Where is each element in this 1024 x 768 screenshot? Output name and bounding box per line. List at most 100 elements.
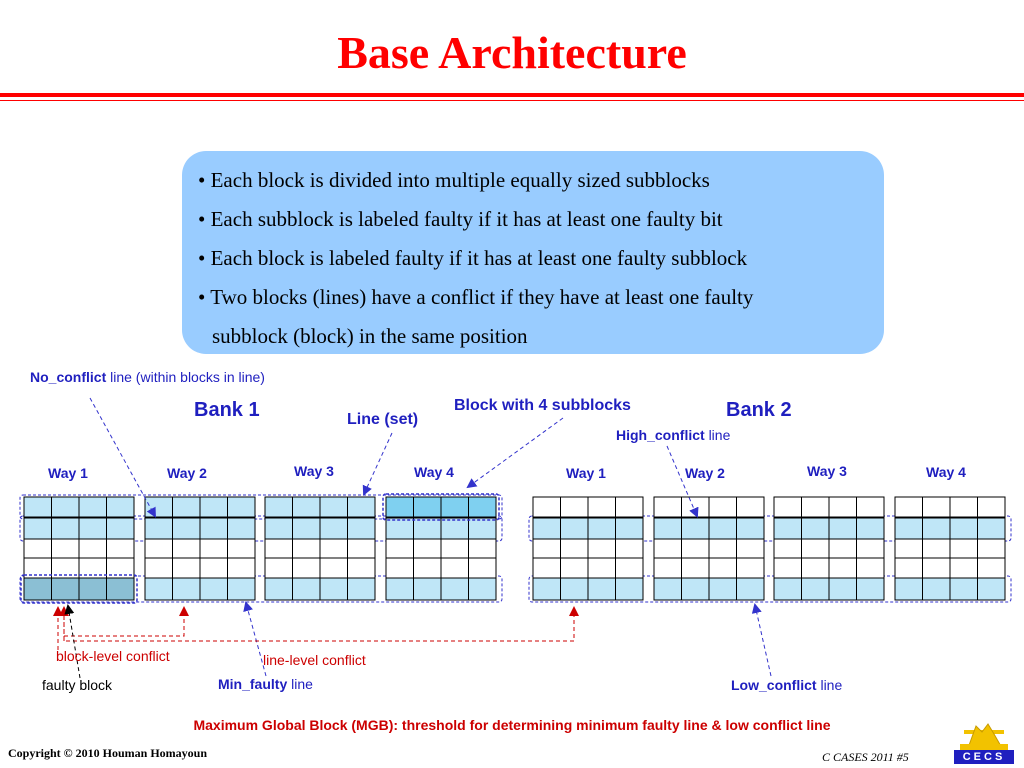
bank2-way3-row3-sub1: [801, 557, 830, 579]
bank1-way-2: Way 2: [167, 465, 207, 481]
bank1-way1-row3-sub0: [23, 557, 52, 579]
bank2-way4-row1-sub2: [949, 517, 978, 540]
slide-number-footer: C CASES 2011 #5: [822, 750, 909, 764]
bank1-way4-row4-sub3: [468, 577, 497, 601]
bank1-way3-row0-sub0: [264, 496, 293, 518]
low-conflict-label-bold: Low_conflict: [731, 677, 817, 693]
bank2-way2-row3-sub3: [736, 557, 765, 579]
bank2-way2-row1-sub3: [736, 517, 765, 540]
bank2-way1-row4-sub2: [587, 577, 616, 601]
bank1-way4-row4-sub1: [413, 577, 442, 601]
bank2-way1-row0-sub3: [615, 496, 644, 518]
bank2-way2-row0-sub1: [681, 496, 710, 518]
bank2-way4-row1-sub3: [977, 517, 1006, 540]
bank2-way1-row0-sub2: [587, 496, 616, 518]
no-conflict-label-rest: line (within blocks in line): [110, 369, 265, 385]
bank2-way2-row0-sub3: [736, 496, 765, 518]
bank1-way4-row1-sub3: [468, 517, 497, 540]
bank2-way1-row1-sub0: [532, 517, 561, 540]
bank-1-label: Bank 1: [194, 399, 260, 421]
bank1-way2-row0-sub2: [199, 496, 228, 518]
bank1-way2-row4-sub2: [199, 577, 228, 601]
bank2-way3-row2-sub3: [856, 538, 885, 559]
bank2-way2-row2-sub3: [736, 538, 765, 559]
bank1-way1-row2-sub1: [51, 538, 80, 559]
bank2-way-2: Way 2: [685, 465, 725, 481]
bank1-way4-row2-sub1: [413, 538, 442, 559]
bank1-way4-row0-sub3: [468, 496, 497, 518]
bank2-way1-row3-sub0: [532, 557, 561, 579]
bank1-way-1: Way 1: [48, 465, 88, 481]
bank1-way1-row1-sub1: [51, 517, 80, 540]
bullet-4-continuation: subblock (block) in the same position: [212, 324, 528, 348]
bank2-way4-row3-sub0: [894, 557, 923, 579]
bank2-way2-row3-sub1: [681, 557, 710, 579]
bank1-way4-row3-sub3: [468, 557, 497, 579]
bank2-way4-row1-sub0: [894, 517, 923, 540]
bank2-way-1: Way 1: [566, 465, 606, 481]
bank1-way1-row0-sub3: [106, 496, 135, 518]
bank1-way4-row1-sub2: [440, 517, 469, 540]
bank1-row-band-1: [19, 515, 503, 542]
bank1-way3-row3-sub1: [292, 557, 321, 579]
bullet-3: • Each block is labeled faulty if it has…: [198, 246, 748, 270]
bank1-way3-row2-sub3: [347, 538, 376, 559]
bank2-way-4: Way 4: [926, 464, 966, 480]
bank1-way3-row4-sub1: [292, 577, 321, 601]
bank1-way2-row2-sub2: [199, 538, 228, 559]
bank2-way4-row0-sub2: [949, 496, 978, 518]
bank1-way3-row1-sub2: [319, 517, 348, 540]
bank2-way1-row4-sub1: [560, 577, 589, 601]
faulty-block-box: [20, 574, 138, 604]
bank1-way2-row2-sub3: [227, 538, 256, 559]
slide-title: Base Architecture: [337, 27, 687, 78]
bank1-way1-row3-sub2: [78, 557, 107, 579]
bank2-way4-row2-sub1: [922, 538, 951, 559]
min-faulty-arrow: [243, 601, 267, 677]
bank2-way1-row4-sub3: [615, 577, 644, 601]
bank2-way4-row2-sub0: [894, 538, 923, 559]
bank1-way1-row4-sub1: [51, 577, 80, 601]
min-faulty-label-rest: line: [291, 676, 313, 692]
bank2-way4-row1-sub1: [922, 517, 951, 540]
line-set-arrow: [362, 432, 393, 496]
bank2-way3-row3-sub2: [828, 557, 857, 579]
bank1-way1-row4-sub2: [78, 577, 107, 601]
bank2-way4-row3-sub1: [922, 557, 951, 579]
bank1-way4-row0-sub1: [413, 496, 442, 518]
bank2-way4-row0-sub0: [894, 496, 923, 518]
bank2-way3-row0-sub3: [856, 496, 885, 518]
copyright-footer: Copyright © 2010 Houman Homayoun: [8, 746, 207, 760]
bank1-way3-row1-sub0: [264, 517, 293, 540]
high-conflict-arrow: [666, 445, 699, 518]
bank1-way3-row3-sub2: [319, 557, 348, 579]
bank2-way1-row2-sub1: [560, 538, 589, 559]
bank1-way4-row2-sub0: [385, 538, 414, 559]
bank2-way2-row3-sub0: [653, 557, 682, 579]
no-conflict-label: No_conflict line (within blocks in line): [30, 369, 265, 385]
bank2-way4-row4-sub3: [977, 577, 1006, 601]
bullet-4: • Two blocks (lines) have a conflict if …: [198, 285, 754, 309]
bank2-way2-row4-sub1: [681, 577, 710, 601]
bank1-way4-row0-sub2: [440, 496, 469, 518]
bank2-way2-row4-sub3: [736, 577, 765, 601]
bank2-way1-row1-sub1: [560, 517, 589, 540]
bank2-way3-row2-sub1: [801, 538, 830, 559]
bank1-way3-row3-sub0: [264, 557, 293, 579]
bank1-way2-row3-sub0: [144, 557, 173, 579]
bank1-way3-row1-sub3: [347, 517, 376, 540]
bank2-way1-row3-sub3: [615, 557, 644, 579]
bank1-way4-row0-sub0: [385, 496, 414, 518]
bank1-way1-row2-sub0: [23, 538, 52, 559]
bank2-way2-row1-sub2: [708, 517, 737, 540]
bank1-way2-row1-sub0: [144, 517, 173, 540]
block-with-subblocks-label: Block with 4 subblocks: [454, 397, 631, 414]
no-conflict-label-bold: No_conflict: [30, 369, 107, 385]
bank2-way3-row4-sub0: [773, 577, 802, 601]
bank2-way4-row4-sub0: [894, 577, 923, 601]
high-conflict-label-bold: High_conflict: [616, 427, 705, 443]
bank1-way1-row2-sub2: [78, 538, 107, 559]
low-conflict-arrow: [751, 603, 772, 677]
bank2-way3-row3-sub0: [773, 557, 802, 579]
line-level-conflict-label: line-level conflict: [263, 652, 366, 668]
